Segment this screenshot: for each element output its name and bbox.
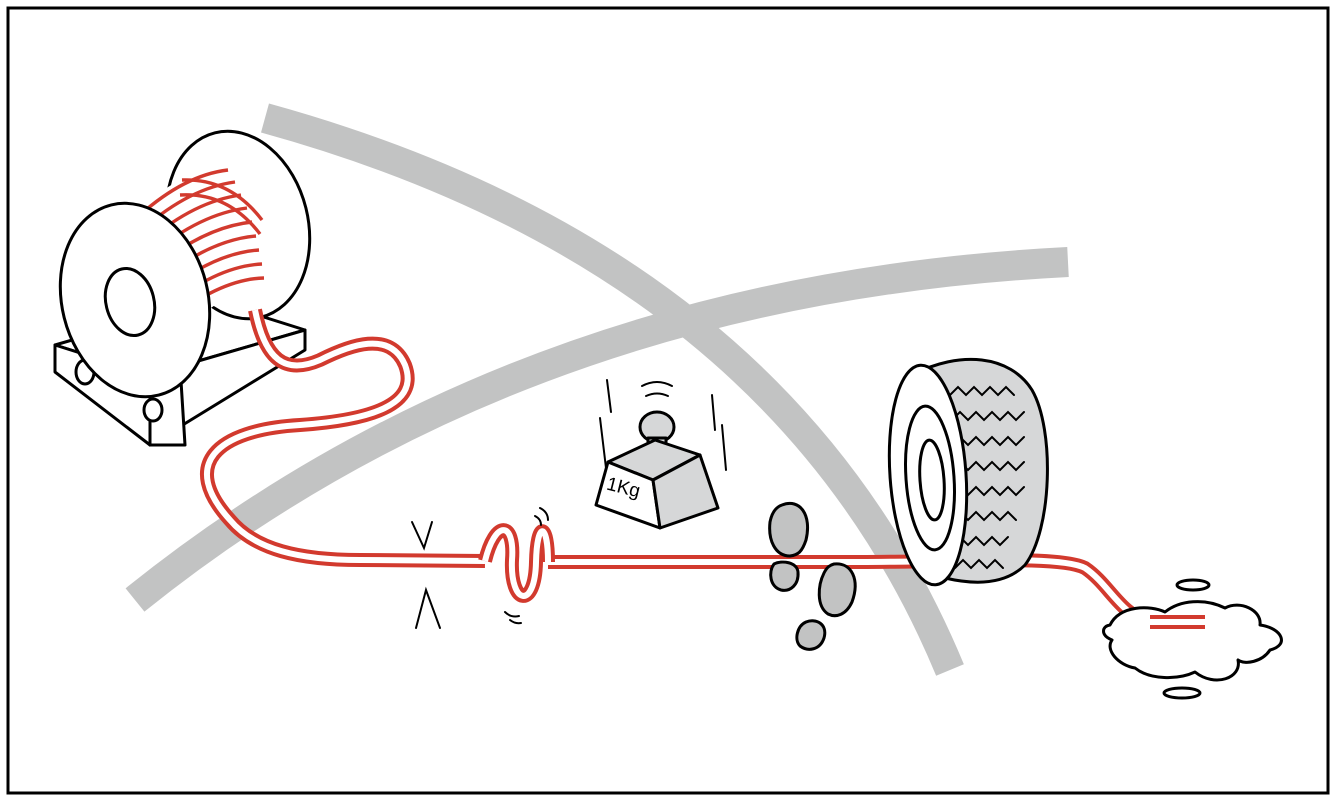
puddle-icon	[1102, 578, 1283, 700]
cable-reel-icon	[53, 129, 312, 447]
tire-icon	[887, 357, 1049, 587]
crush-icon	[411, 521, 441, 629]
weight-icon: 1Kg	[594, 379, 727, 530]
knot-icon	[504, 507, 549, 625]
footprints-icon	[768, 502, 857, 651]
